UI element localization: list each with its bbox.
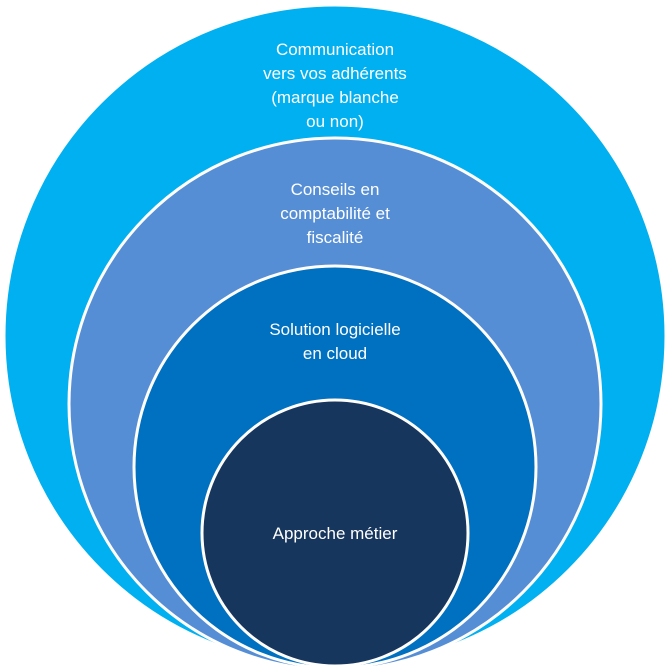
second-ring-label: Conseils en comptabilité et fiscalité	[280, 180, 390, 247]
core-circle	[200, 398, 470, 668]
third-ring-label: Solution logicielle en cloud	[269, 320, 401, 363]
outer-ring-label: Communication vers vos adhérents (marque…	[263, 40, 407, 131]
core-label: Approche métier	[272, 524, 398, 543]
